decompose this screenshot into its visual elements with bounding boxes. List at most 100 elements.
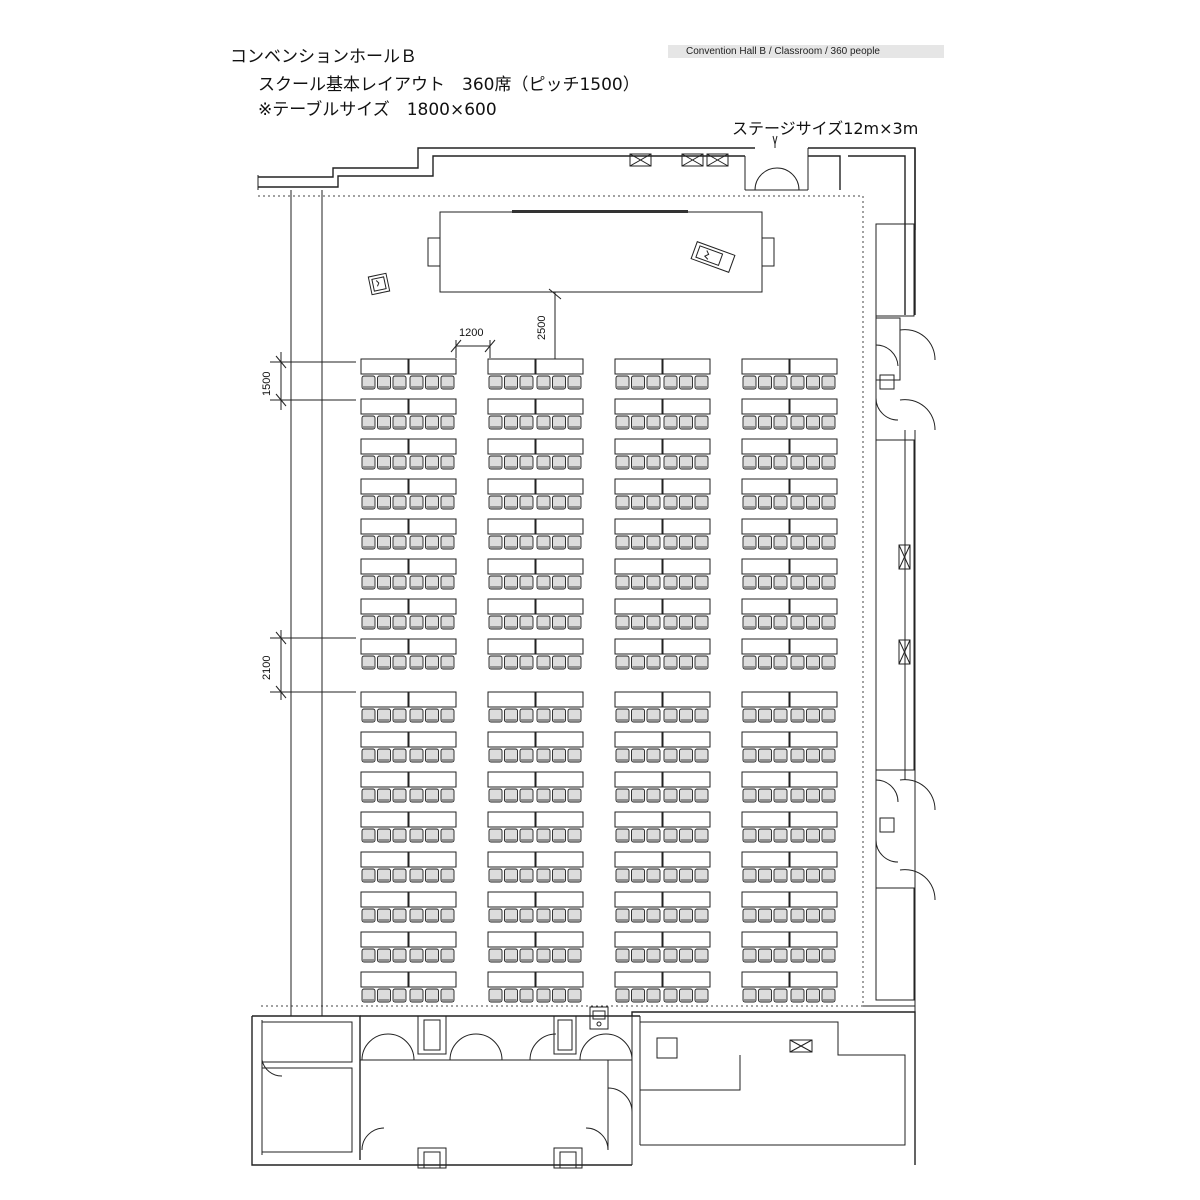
chair (773, 948, 788, 963)
left-partition (290, 190, 323, 1016)
table (360, 731, 409, 748)
chair (806, 535, 820, 550)
chair (377, 615, 391, 630)
chair (361, 908, 376, 923)
chair (694, 908, 709, 923)
seat-row (360, 891, 457, 923)
chair (615, 828, 630, 843)
chair (425, 828, 439, 843)
chair (790, 375, 805, 390)
chair (694, 615, 709, 630)
chair (361, 655, 376, 670)
chair (806, 495, 820, 510)
chair (679, 455, 693, 470)
chair (392, 708, 407, 723)
table (487, 891, 536, 908)
chair (790, 748, 805, 763)
chair (615, 748, 630, 763)
chair (552, 948, 566, 963)
sink-icon (589, 1006, 609, 1030)
chair (615, 495, 630, 510)
table (535, 891, 584, 908)
chair (646, 948, 661, 963)
chair (440, 788, 455, 803)
chair (519, 615, 534, 630)
table (741, 931, 790, 948)
chair (552, 375, 566, 390)
table (360, 971, 409, 988)
chair (631, 535, 645, 550)
seat-row (360, 971, 457, 1003)
chair (425, 415, 439, 430)
chair (536, 575, 551, 590)
chair (409, 788, 424, 803)
chair (409, 495, 424, 510)
chair (646, 535, 661, 550)
chair (694, 415, 709, 430)
table (614, 971, 663, 988)
room-boundary (258, 195, 864, 1007)
chair (425, 948, 439, 963)
chair (790, 655, 805, 670)
chair (504, 708, 518, 723)
table (662, 558, 711, 575)
chair (646, 868, 661, 883)
chair (758, 948, 772, 963)
table (741, 558, 790, 575)
table (408, 518, 457, 535)
right-wall (875, 148, 936, 1020)
chair (425, 868, 439, 883)
table (741, 518, 790, 535)
chair (377, 708, 391, 723)
chair (615, 615, 630, 630)
chair (425, 535, 439, 550)
table (360, 598, 409, 615)
chair (488, 908, 503, 923)
table (789, 518, 838, 535)
chair (425, 575, 439, 590)
chair (790, 948, 805, 963)
seat-row (614, 398, 711, 430)
table (741, 478, 790, 495)
seat-row (614, 731, 711, 763)
chair (567, 908, 582, 923)
chair (663, 788, 678, 803)
chair (615, 575, 630, 590)
chair (504, 868, 518, 883)
table (741, 891, 790, 908)
seat-row (487, 398, 584, 430)
seat-row (741, 558, 838, 590)
chair (679, 948, 693, 963)
table (408, 598, 457, 615)
chair (536, 375, 551, 390)
chair (519, 828, 534, 843)
seat-row (614, 558, 711, 590)
table (662, 438, 711, 455)
chair (504, 788, 518, 803)
chair (377, 988, 391, 1003)
chair (694, 788, 709, 803)
chair (409, 908, 424, 923)
chair (646, 495, 661, 510)
chair (440, 535, 455, 550)
chair (519, 655, 534, 670)
chair (694, 575, 709, 590)
chair (361, 788, 376, 803)
chair (361, 455, 376, 470)
seat-row (614, 971, 711, 1003)
chair (615, 948, 630, 963)
chair (821, 868, 836, 883)
chair (790, 868, 805, 883)
chair (806, 655, 820, 670)
table (614, 638, 663, 655)
chair (758, 908, 772, 923)
chair (567, 575, 582, 590)
table (360, 771, 409, 788)
chair (773, 415, 788, 430)
podium-icon (690, 241, 736, 273)
seat-row (360, 771, 457, 803)
stage (427, 210, 775, 293)
chair (821, 455, 836, 470)
chair (694, 828, 709, 843)
chair (504, 415, 518, 430)
